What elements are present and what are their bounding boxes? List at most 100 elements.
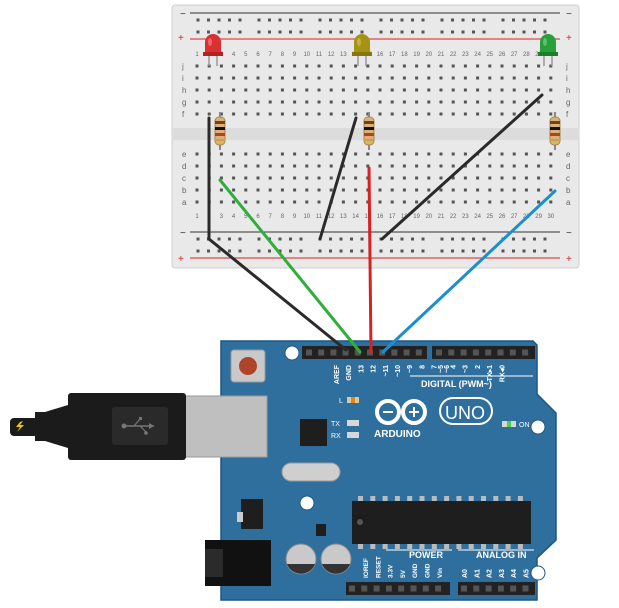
breadboard-hole	[378, 88, 382, 92]
row-label: b	[566, 186, 571, 195]
rail-hole	[400, 30, 404, 34]
wire-black-led3[interactable]	[380, 93, 544, 241]
pin-label: RX◂0	[500, 365, 507, 382]
rail-hole	[217, 30, 221, 34]
breadboard-hole	[268, 164, 272, 168]
row-label: g	[182, 98, 186, 107]
breadboard-hole	[451, 200, 455, 204]
breadboard-hole	[219, 152, 223, 156]
breadboard-hole	[195, 200, 199, 204]
row-label: e	[566, 150, 571, 159]
rail-hole	[411, 30, 414, 34]
breadboard-hole	[415, 164, 419, 168]
header-hole	[460, 349, 467, 356]
pin-label: A5	[524, 569, 531, 578]
pin-label: 12	[371, 365, 378, 373]
breadboard-hole	[549, 152, 553, 156]
breadboard-hole	[232, 112, 236, 116]
row-label: a	[182, 198, 187, 207]
rail-hole	[228, 249, 231, 253]
red-led[interactable]	[203, 34, 223, 66]
breadboard-hole	[378, 176, 382, 180]
header-hole	[422, 585, 429, 592]
breadboard-hole	[366, 112, 370, 116]
pin-label: A1	[474, 569, 481, 578]
rail-hole	[522, 237, 526, 241]
header-hole	[435, 585, 442, 592]
rail-hole	[360, 249, 364, 253]
breadboard-hole	[378, 188, 382, 192]
breadboard-hole	[366, 152, 370, 156]
green-led[interactable]	[538, 34, 558, 66]
wire-green-pin13[interactable]	[218, 178, 362, 354]
breadboard-hole	[500, 76, 504, 80]
wire-black-gnd[interactable]	[207, 116, 348, 352]
breadboard-hole	[329, 152, 333, 156]
rail-hole	[451, 249, 454, 253]
breadboard-hole	[329, 188, 333, 192]
rail-hole	[533, 249, 536, 253]
row-label: h	[566, 86, 570, 95]
breadboard-hole	[268, 112, 272, 116]
breadboard-hole	[244, 88, 248, 92]
rail-hole	[196, 249, 200, 253]
breadboard-hole	[512, 76, 516, 80]
breadboard-hole	[195, 100, 199, 104]
breadboard-hole	[427, 152, 431, 156]
breadboard-hole	[219, 188, 223, 192]
resistor[interactable]	[363, 112, 375, 150]
breadboard-hole	[415, 100, 419, 104]
pin-label: ~11	[383, 365, 390, 377]
rail-hole	[461, 249, 465, 253]
rail-hole	[379, 18, 383, 22]
pin-label: ~10	[395, 365, 402, 377]
resistor[interactable]	[214, 112, 226, 150]
breadboard-hole	[427, 64, 431, 68]
row-label: d	[182, 162, 186, 171]
small-chip	[316, 524, 326, 536]
mcu-pin	[370, 496, 376, 501]
model-badge	[439, 397, 493, 425]
rail-hole	[400, 249, 404, 253]
mcu-pin	[431, 544, 437, 549]
rail-bottom-minus-label-right: −	[566, 228, 572, 239]
mcu-pin	[468, 496, 474, 501]
column-label: 21	[438, 52, 445, 58]
breadboard-hole	[366, 88, 370, 92]
breadboard-hole	[329, 76, 333, 80]
reset-button[interactable]	[230, 349, 266, 383]
breadboard-hole	[293, 64, 297, 68]
resistor[interactable]	[549, 112, 561, 150]
wire-black-led2[interactable]	[318, 116, 358, 241]
yellow-led[interactable]	[352, 34, 372, 66]
header-hole	[354, 349, 361, 356]
rail-hole	[289, 18, 292, 22]
breadboard-hole	[256, 100, 260, 104]
rail-top-plus-label-right: +	[566, 33, 572, 44]
rail-hole	[278, 18, 282, 22]
breadboard-hole	[451, 176, 455, 180]
breadboard-hole	[488, 112, 492, 116]
breadboard-hole	[451, 100, 455, 104]
breadboard-hole	[439, 200, 443, 204]
breadboard-hole	[415, 200, 419, 204]
header-hole	[415, 349, 422, 356]
breadboard-hole	[366, 164, 370, 168]
breadboard-hole	[537, 76, 541, 80]
column-label: 19	[413, 214, 420, 220]
breadboard-hole	[293, 176, 297, 180]
column-label: 6	[256, 214, 260, 220]
breadboard-hole	[537, 164, 541, 168]
rail-hole	[207, 18, 210, 22]
breadboard-hole	[512, 88, 516, 92]
digital-header-right	[432, 346, 535, 359]
row-label: h	[182, 86, 186, 95]
rail-hole	[411, 237, 414, 241]
breadboard-hole	[268, 152, 272, 156]
breadboard-hole	[439, 112, 443, 116]
wire-blue-pin11[interactable]	[381, 189, 557, 354]
breadboard-hole	[549, 164, 553, 168]
wire-red-pin12[interactable]	[367, 166, 373, 354]
breadboard-hole	[451, 88, 455, 92]
breadboard-hole	[463, 112, 467, 116]
